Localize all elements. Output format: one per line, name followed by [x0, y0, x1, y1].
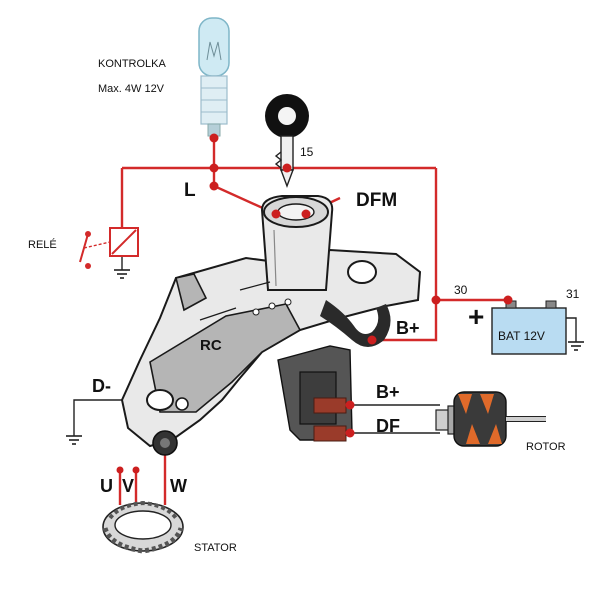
terminal-b-plus-upper-label: B+: [396, 318, 420, 338]
battery-plus-label: +: [468, 301, 484, 332]
phase-u-label: U: [100, 476, 113, 496]
terminal-df-label: DF: [376, 416, 400, 436]
carbon-brushes: [313, 397, 347, 442]
terminal-b-plus-lower-label: B+: [376, 382, 400, 402]
relay-icon: [79, 227, 139, 269]
stator-icon: [102, 500, 184, 554]
phase-v-label: V: [122, 476, 134, 496]
ignition-key-icon: [265, 94, 309, 188]
regulator-mark-label: RC: [200, 337, 222, 354]
terminal-31-label: 31: [566, 287, 580, 301]
terminal-l-label: L: [184, 180, 196, 201]
indicator-lamp-icon: [198, 17, 230, 137]
terminal-15-label: 15: [300, 145, 314, 159]
battery-label: BAT 12V: [498, 329, 545, 343]
rele-label: RELÉ: [28, 238, 57, 251]
stator-label: STATOR: [194, 542, 237, 554]
voltage-regulator: [120, 195, 422, 456]
terminal-30-label: 30: [454, 283, 468, 297]
phase-w-label: W: [170, 476, 187, 496]
ground-icon: [568, 341, 584, 351]
junction-dots: [116, 133, 513, 474]
ground-icon: [66, 435, 82, 445]
battery-icon: [491, 300, 567, 355]
kontrolka-spec-label: Max. 4W 12V: [98, 83, 165, 95]
ground-icon: [114, 269, 130, 279]
rotor-icon: [435, 391, 546, 447]
terminal-d-minus-label: D-: [92, 376, 111, 396]
rotor-label: ROTOR: [526, 441, 566, 453]
kontrolka-label: KONTROLKA: [98, 58, 167, 70]
terminal-dfm-label: DFM: [356, 190, 397, 211]
